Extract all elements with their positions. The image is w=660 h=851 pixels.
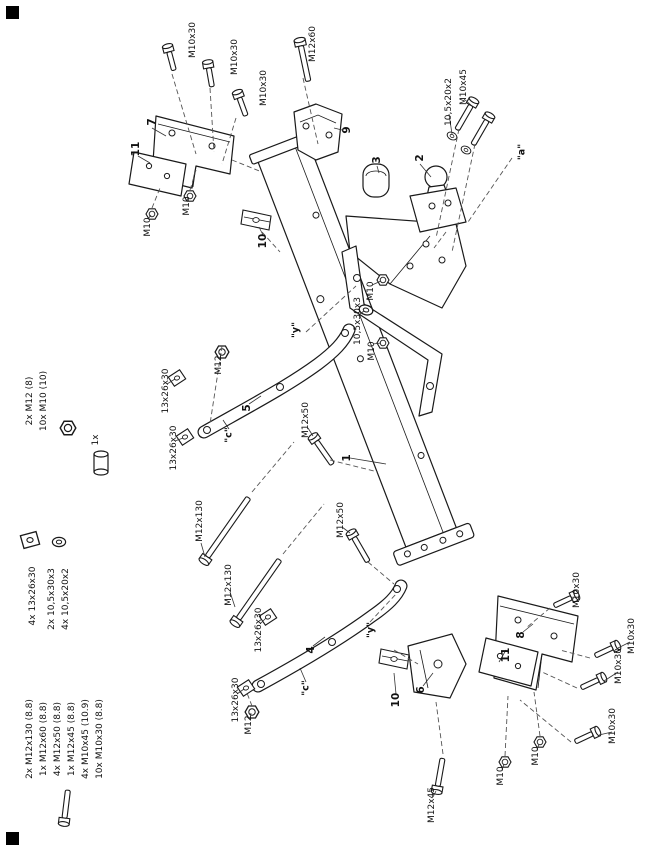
legend-bolts-1: 2x M12x130 (8.8) xyxy=(25,699,35,779)
label-part-9: 9 xyxy=(341,126,353,133)
label-m12x130-1: M12x130 xyxy=(195,500,205,542)
part-5-side-arm xyxy=(197,323,356,439)
nut-m10-icon xyxy=(376,274,390,286)
legend-bolts-3: 4x M12x50 (8.8) xyxy=(53,702,63,776)
label-ref-y-top: "y" xyxy=(291,322,302,338)
registration-mark xyxy=(6,832,19,845)
label-m10x30-2: M10x30 xyxy=(230,39,240,75)
legend: 2x M12 (8) 10x M10 (10) 1x 4x 13x26x30 2… xyxy=(19,371,109,828)
label-m10-4: M10 xyxy=(367,341,377,360)
label-m12-top: M12 xyxy=(214,355,224,374)
label-13x26x30-2: 13x26x30 xyxy=(169,425,179,470)
bolt-m10x45-icon xyxy=(467,110,497,148)
nut-m10-icon xyxy=(533,736,547,748)
label-m10-2: M10 xyxy=(182,196,192,215)
label-washer-10-5x30x3: 10,5x30x3 xyxy=(353,297,363,345)
part-4-side-arm xyxy=(251,579,408,693)
label-m10x30-4: M10x30 xyxy=(572,572,582,608)
label-m10-6: M10 xyxy=(531,746,541,765)
bolt-m12x50-icon xyxy=(344,527,374,565)
legend-bolts-6: 10x M10x30 (8.8) xyxy=(95,699,105,779)
label-ref-y-bottom: "y" xyxy=(366,622,377,638)
legend-bolts-2: 1x M12x60 (8.8) xyxy=(39,702,49,776)
legend-square-washers: 4x 13x26x30 xyxy=(28,566,38,625)
label-washer-10-5x20x2: 10,5x20x2 xyxy=(444,78,454,126)
label-m10x30-5: M10x30 xyxy=(627,618,637,654)
label-m10x45: M10x45 xyxy=(459,69,469,105)
label-m12-bottom: M12 xyxy=(244,715,254,734)
legend-bolts-4: 1x M12x45 (8.8) xyxy=(67,702,77,776)
bolt-m10x30-icon xyxy=(572,724,603,747)
label-m10x30-3: M10x30 xyxy=(259,70,269,106)
part-2-ball-mount xyxy=(409,165,467,233)
part-9-bracket xyxy=(293,103,343,161)
label-m12x45: M12x45 xyxy=(427,787,437,823)
legend-nuts-line-1: 2x M12 (8) xyxy=(25,377,35,426)
nut-icon xyxy=(59,420,77,436)
bolt-icon xyxy=(57,789,74,828)
label-part-10-top: 10 xyxy=(257,234,269,249)
legend-spacer-qty: 1x xyxy=(91,434,101,446)
square-washer-icon xyxy=(19,530,41,550)
label-m10-3: M10 xyxy=(366,281,376,300)
label-ref-c-bottom: "c" xyxy=(301,680,312,696)
label-m12x60: M12x60 xyxy=(308,26,318,62)
label-part-6: 6 xyxy=(415,686,427,693)
label-m10x30-6: M10x30 xyxy=(614,648,624,684)
label-part-8: 8 xyxy=(515,631,527,638)
round-washer-icon xyxy=(459,143,473,157)
label-part-2: 2 xyxy=(414,154,426,161)
label-m12x50-1: M12x50 xyxy=(301,402,311,438)
label-m12x130-2: M12x130 xyxy=(224,564,234,606)
label-13x26x30-3: 13x26x30 xyxy=(254,607,264,652)
label-m10x30-1: M10x30 xyxy=(188,22,198,58)
nut-m10-icon xyxy=(498,756,512,768)
crossbar-side-strap xyxy=(341,245,443,417)
label-13x26x30-1: 13x26x30 xyxy=(161,368,171,413)
legend-bolts-5: 4x M10x45 (10.9) xyxy=(81,699,91,779)
label-part-10-bottom: 10 xyxy=(390,693,402,708)
bolt-m10x30-icon xyxy=(161,42,180,73)
label-m12x50-2: M12x50 xyxy=(336,502,346,538)
bolt-m10x30-icon xyxy=(231,87,252,118)
label-part-11-bottom: 11 xyxy=(500,648,512,663)
part-3-ball-cap xyxy=(362,163,390,198)
part-6-bracket xyxy=(407,633,467,699)
bolt-m12x130-icon xyxy=(197,493,254,568)
part-11-plate-bottom xyxy=(478,637,539,687)
legend-round-washers-2: 4x 10,5x20x2 xyxy=(61,568,71,630)
part-11-plate-top xyxy=(128,151,187,197)
label-m10x30-7: M10x30 xyxy=(608,708,618,744)
bolt-m10x30-icon xyxy=(578,670,609,693)
bolt-m12x50-icon xyxy=(306,430,338,468)
label-part-4: 4 xyxy=(305,646,317,653)
registration-mark xyxy=(6,6,19,19)
part-10-clip-top xyxy=(240,209,272,231)
round-washer-icon xyxy=(51,536,67,548)
label-m10-5: M10 xyxy=(496,766,506,785)
label-part-3: 3 xyxy=(371,156,383,163)
legend-round-washers-1: 2x 10,5x30x3 xyxy=(47,568,57,630)
diagram-labels: M10x30 M10x30 M10x30 M12x60 7 11 9 M10 M… xyxy=(130,22,637,823)
legend-nuts-line-2: 10x M10 (10) xyxy=(39,371,49,431)
label-part-7: 7 xyxy=(146,118,158,125)
bolt-m10x30-icon xyxy=(201,58,218,89)
label-ref-c-top: "c" xyxy=(224,427,235,443)
label-part-5: 5 xyxy=(241,404,253,411)
leader-lines xyxy=(137,98,631,798)
label-part-11-top: 11 xyxy=(130,142,142,157)
label-13x26x30-4: 13x26x30 xyxy=(231,677,241,722)
spacer-sleeve-icon xyxy=(93,450,109,476)
label-part-1: 1 xyxy=(341,454,353,461)
assembly-axis-lines xyxy=(151,73,591,757)
part-10-clip-bottom xyxy=(378,648,410,670)
label-ref-a: "a" xyxy=(517,144,528,160)
label-m10-1: M10 xyxy=(143,217,153,236)
